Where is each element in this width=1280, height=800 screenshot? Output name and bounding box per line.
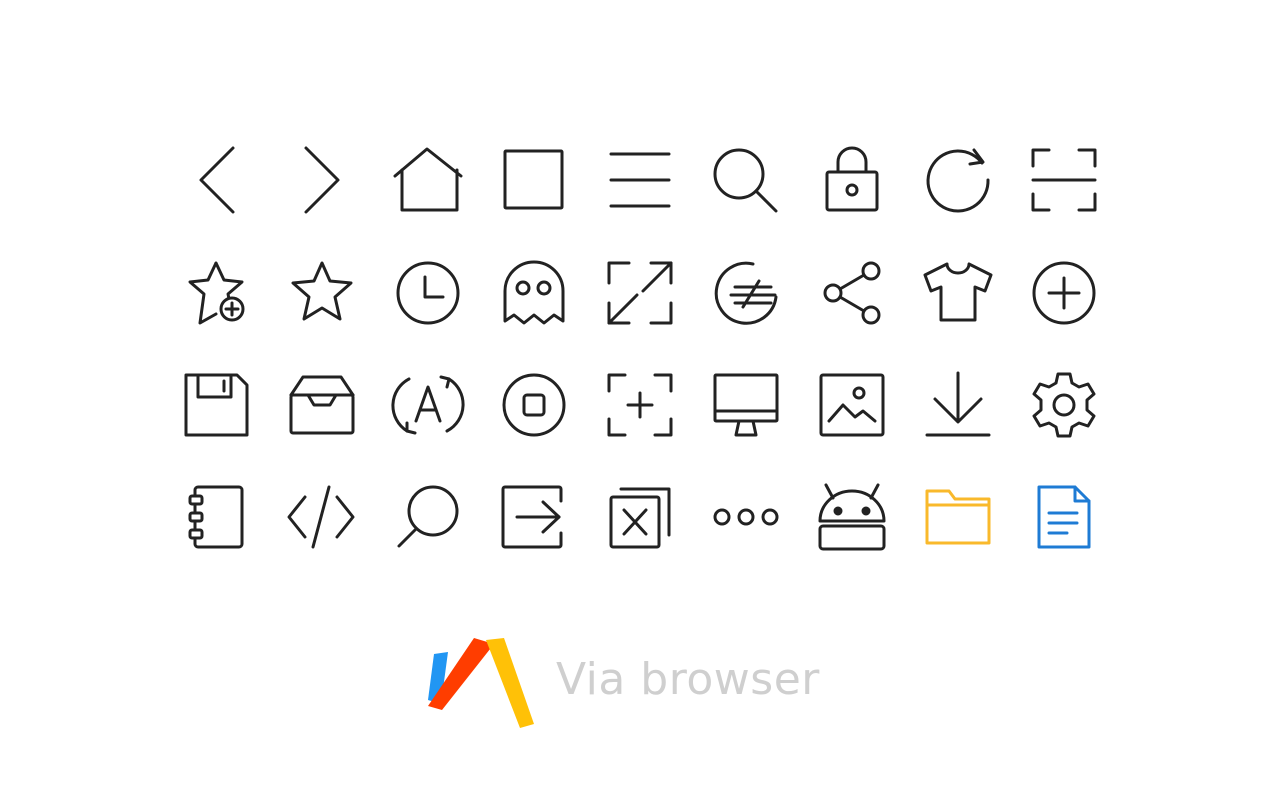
home-icon[interactable] [387, 140, 467, 220]
image-icon[interactable] [811, 365, 891, 445]
download-icon[interactable] [917, 365, 997, 445]
stop-circle-icon[interactable] [493, 365, 573, 445]
notebook-icon[interactable] [176, 477, 256, 557]
shirt-theme-icon[interactable] [917, 253, 997, 333]
settings-gear-icon[interactable] [1023, 365, 1103, 445]
history-clock-icon[interactable] [387, 253, 467, 333]
document-icon[interactable] [1023, 477, 1103, 557]
chevron-right-icon[interactable] [281, 140, 361, 220]
via-logo [428, 636, 534, 728]
more-dots-icon[interactable] [705, 477, 785, 557]
refresh-icon[interactable] [917, 140, 997, 220]
brand-footer: Via browser [428, 636, 848, 728]
folder-icon[interactable] [917, 477, 997, 557]
find-in-page-icon[interactable] [387, 477, 467, 557]
android-icon[interactable] [811, 477, 891, 557]
inbox-tray-icon[interactable] [281, 365, 361, 445]
capture-add-icon[interactable] [599, 365, 679, 445]
scan-icon[interactable] [1023, 140, 1103, 220]
close-window-icon[interactable] [599, 477, 679, 557]
add-bookmark-icon[interactable] [176, 253, 256, 333]
save-floppy-icon[interactable] [176, 365, 256, 445]
add-circle-icon[interactable] [1023, 253, 1103, 333]
ghost-incognito-icon[interactable] [493, 253, 573, 333]
code-icon[interactable] [281, 477, 361, 557]
share-icon[interactable] [811, 253, 891, 333]
chevron-left-icon[interactable] [176, 140, 256, 220]
brand-name: Via browser [556, 654, 820, 705]
data-saver-icon[interactable] [705, 253, 785, 333]
desktop-monitor-icon[interactable] [705, 365, 785, 445]
translate-icon[interactable] [387, 365, 467, 445]
lock-icon[interactable] [811, 140, 891, 220]
star-icon[interactable] [281, 253, 361, 333]
square-tabs-icon[interactable] [493, 140, 573, 220]
exit-arrow-icon[interactable] [493, 477, 573, 557]
menu-icon[interactable] [599, 140, 679, 220]
search-icon[interactable] [705, 140, 785, 220]
fullscreen-icon[interactable] [599, 253, 679, 333]
